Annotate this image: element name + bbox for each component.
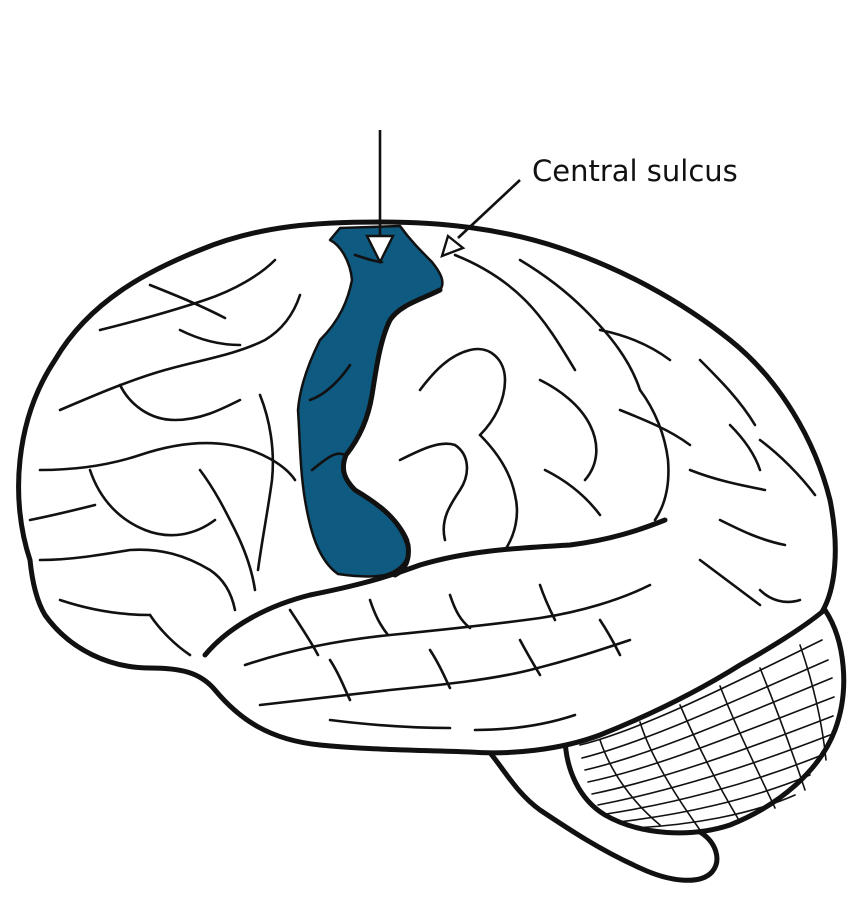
diagonal-arrow-icon xyxy=(440,179,521,258)
lateral-sulcus-line xyxy=(202,517,668,658)
central-sulcus-line xyxy=(340,287,443,578)
cerebrum-outline xyxy=(16,219,838,756)
down-arrow-icon xyxy=(365,130,395,265)
cerebellum-folia xyxy=(579,639,835,831)
central-sulcus-label: Central sulcus xyxy=(532,154,738,188)
highlight-inner-line xyxy=(310,452,347,472)
highlight-inner-line xyxy=(308,363,352,402)
frontal-lobe-sulci xyxy=(28,258,302,657)
temporal-lobe-sulci xyxy=(243,583,652,732)
parietal-lobe-sulci xyxy=(398,253,757,552)
occipital-lobe-sulci xyxy=(688,423,817,607)
